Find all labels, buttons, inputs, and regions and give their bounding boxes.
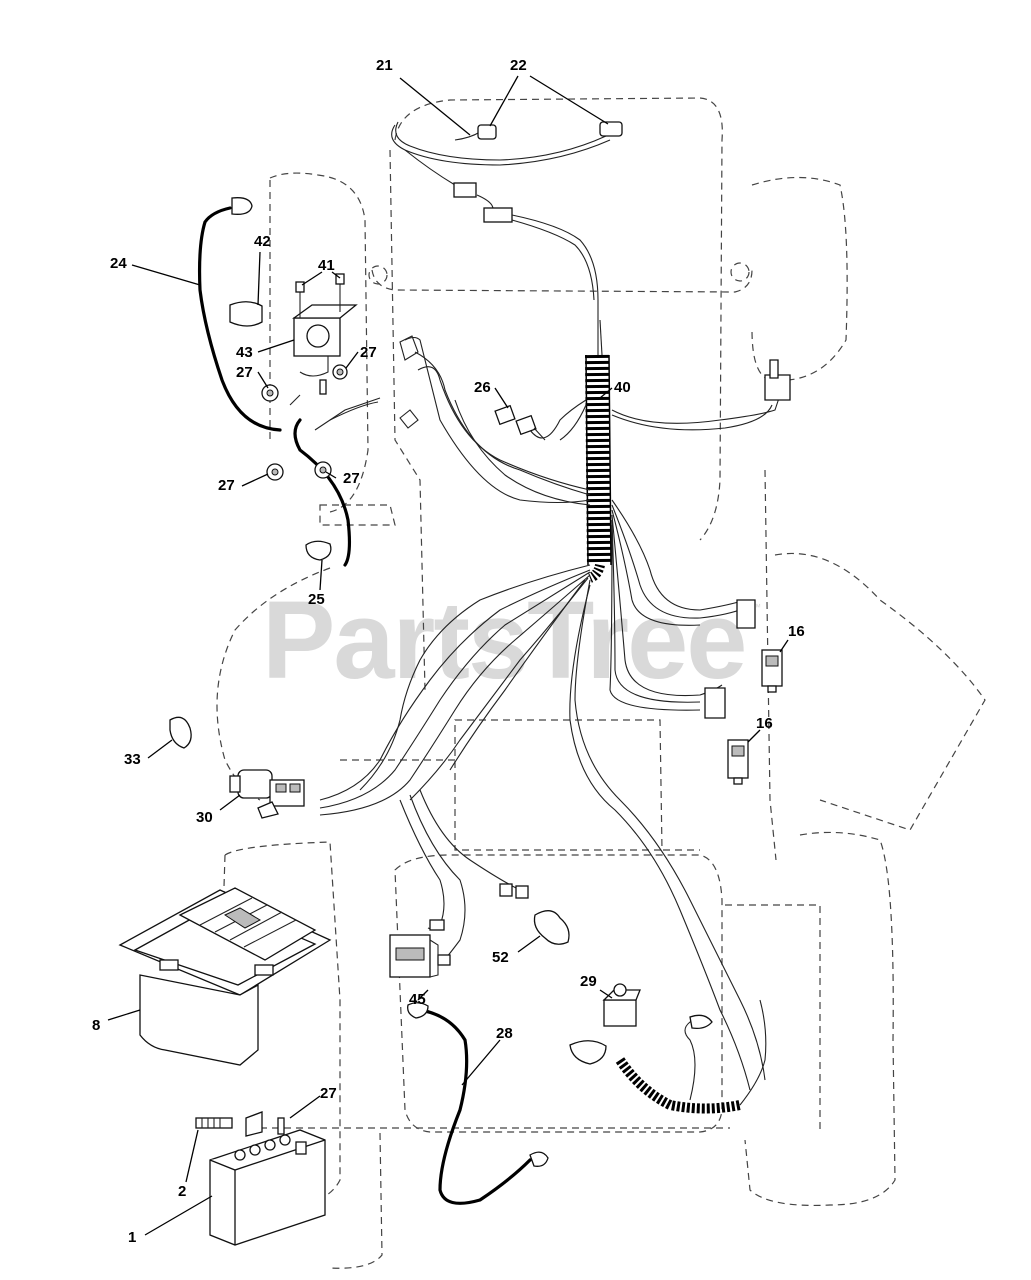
callout-22: 22 — [510, 57, 527, 74]
harness-wires — [319, 319, 791, 1091]
clip-icon — [169, 716, 192, 749]
bolt-icon — [335, 273, 345, 285]
battery-1 — [209, 1129, 326, 1246]
callout-27: 27 — [343, 470, 360, 487]
callout-27: 27 — [360, 344, 377, 361]
solenoid-part-42-icon — [229, 301, 263, 327]
callout-30: 30 — [196, 809, 213, 826]
callout-27: 27 — [320, 1085, 337, 1102]
callout-40: 40 — [614, 379, 631, 396]
callout-27: 27 — [236, 364, 253, 381]
ground-terminal-icon — [305, 540, 332, 561]
headlight-bulb-icon — [477, 124, 497, 140]
callout-2: 2 — [178, 1183, 186, 1200]
battery-cable-24 — [197, 206, 282, 432]
callout-24: 24 — [110, 255, 127, 272]
callout-43: 43 — [236, 344, 253, 361]
callout-41: 41 — [318, 257, 335, 274]
callout-33: 33 — [124, 751, 141, 768]
connector-icon — [764, 374, 791, 401]
callout-21: 21 — [376, 57, 393, 74]
cable-terminal-icon — [231, 197, 253, 215]
seat-switch-29 — [569, 983, 767, 1114]
harness-loom-40 — [585, 354, 612, 583]
callout-1: 1 — [128, 1229, 136, 1246]
part-52-icon — [533, 910, 570, 945]
callout-27: 27 — [218, 477, 235, 494]
watermark: PartsTree — [262, 579, 745, 702]
headlight-harness — [391, 121, 623, 355]
callout-42: 42 — [254, 233, 271, 250]
battery-box-8 — [118, 887, 332, 1066]
nut-icon — [277, 1117, 285, 1135]
callout-25: 25 — [308, 591, 325, 608]
headlight-connector-icon — [453, 182, 477, 198]
cable-terminal-icon — [407, 1002, 429, 1019]
connector-set-26 — [399, 335, 546, 441]
headlight-bulb-icon — [599, 121, 623, 137]
callout-16: 16 — [788, 623, 805, 640]
ignition-switch-30 — [229, 769, 305, 819]
callout-26: 26 — [474, 379, 491, 396]
battery-hardware — [195, 1111, 285, 1137]
leader-lines — [107, 75, 789, 1236]
bolt-icon — [295, 281, 305, 293]
watermark-trademark: ™ — [752, 602, 761, 612]
callout-8: 8 — [92, 1017, 100, 1034]
callout-28: 28 — [496, 1025, 513, 1042]
coiled-cord-icon — [615, 1057, 741, 1114]
callout-16: 16 — [756, 715, 773, 732]
solenoid-assembly — [229, 273, 381, 481]
ground-cable-28 — [418, 1008, 532, 1205]
callout-labels: 21 22 24 42 41 43 27 27 27 27 26 40 25 1… — [92, 57, 805, 1246]
callout-52: 52 — [492, 949, 509, 966]
cable-terminal-icon — [529, 1151, 549, 1167]
callout-45: 45 — [409, 991, 426, 1008]
connector-16-lower — [727, 739, 749, 785]
hour-meter-45 — [389, 934, 439, 978]
callout-29: 29 — [580, 973, 597, 990]
connector-16-upper — [761, 649, 783, 693]
